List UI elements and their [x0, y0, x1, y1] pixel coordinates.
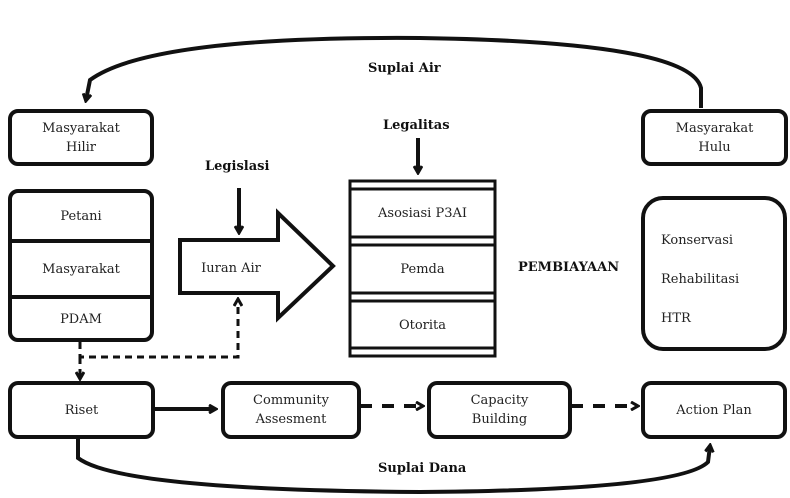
- riset-box: Riset: [8, 381, 155, 439]
- payer-item: Petani: [12, 193, 150, 243]
- institution-stack-frame: [348, 179, 497, 358]
- programs-box: Konservasi Rehabilitasi HTR: [641, 196, 787, 351]
- payers-box: Petani Masyarakat PDAM: [8, 189, 154, 342]
- suplai-dana-label: Suplai Dana: [378, 461, 467, 476]
- institution-item: Asosiasi P3AI: [378, 206, 467, 221]
- legalitas-label: Legalitas: [383, 118, 450, 133]
- box-line: Community: [253, 393, 329, 408]
- suplai-air-label: Suplai Air: [368, 61, 441, 76]
- box-line: Masyarakat: [42, 120, 120, 136]
- program-item: HTR: [661, 311, 691, 326]
- suplai-air-arrow: [86, 35, 703, 108]
- box-line: Hilir: [65, 139, 97, 155]
- iuran-air-label: Iuran Air: [201, 260, 261, 276]
- suplai-dana-arrow: [76, 438, 710, 495]
- payer-item: Masyarakat: [12, 243, 150, 299]
- box-line: Building: [471, 412, 528, 427]
- institution-item: Pemda: [400, 262, 445, 277]
- payer-item: PDAM: [60, 311, 102, 327]
- pembiayaan-label: PEMBIAYAAN: [518, 260, 620, 275]
- iuran-air-shape: [178, 208, 336, 323]
- action-plan-box: Action Plan: [641, 381, 787, 439]
- box-line: Capacity: [470, 393, 529, 408]
- program-item: Rehabilitasi: [661, 272, 740, 287]
- box-line: Masyarakat: [675, 120, 754, 136]
- institution-item: Otorita: [398, 318, 447, 333]
- program-item: Konservasi: [661, 233, 734, 248]
- box-line: Assesment: [255, 412, 327, 427]
- box-line: Hulu: [698, 139, 731, 155]
- legislasi-label: Legislasi: [205, 159, 270, 174]
